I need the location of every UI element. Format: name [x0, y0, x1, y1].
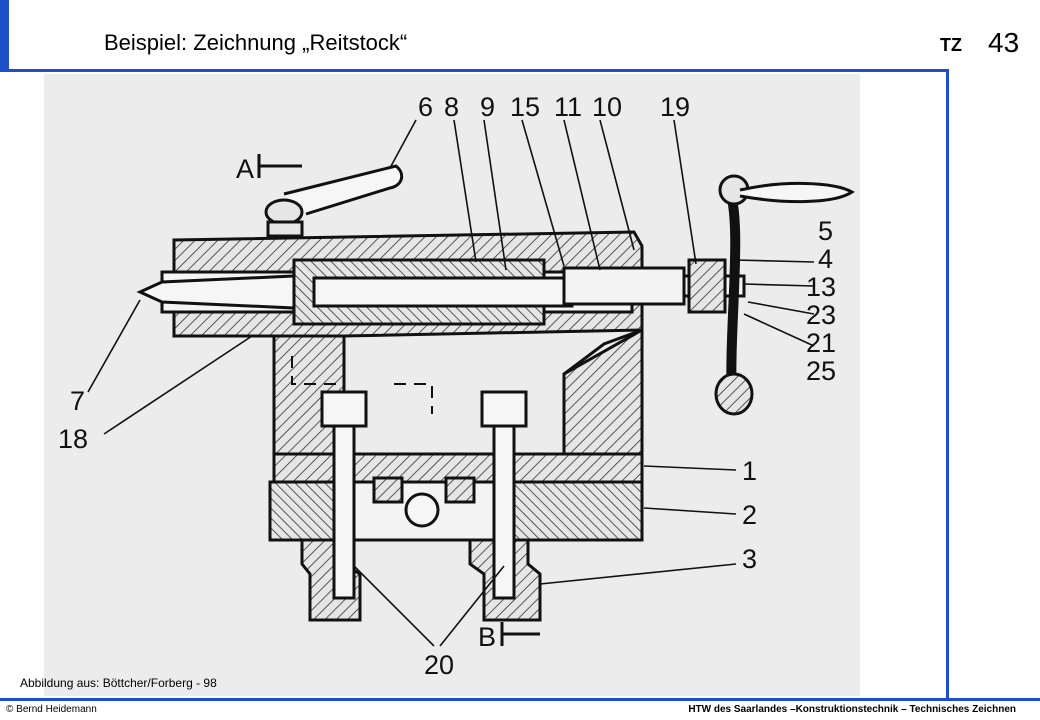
part-label-21: 21	[806, 328, 836, 358]
part-label-10: 10	[592, 92, 622, 122]
part-label-1: 1	[742, 456, 757, 486]
section-tag: TZ	[940, 35, 962, 55]
copyright-notice: © Bernd Heidemann	[6, 704, 97, 715]
part-label-4: 4	[818, 244, 833, 274]
institution-footer: HTW des Saarlandes –Konstruktionstechnik…	[688, 704, 1016, 715]
part-label-2: 2	[742, 500, 757, 530]
part-label-8: 8	[444, 92, 459, 122]
part-label-15: 15	[510, 92, 540, 122]
part-label-25: 25	[806, 356, 836, 386]
part-label-20: 20	[424, 650, 454, 680]
left-accent-bar	[0, 0, 9, 72]
part-label-5: 5	[818, 216, 833, 246]
right-frame-line	[946, 69, 949, 701]
header-divider	[9, 69, 947, 72]
tailstock-drawing: 6 8 9 15 11 10 19 5 4 13 23 21 25 7 18 1…	[44, 74, 860, 696]
part-label-6: 6	[418, 92, 433, 122]
part-label-3: 3	[742, 544, 757, 574]
slide-title: Beispiel: Zeichnung „Reitstock“	[104, 30, 408, 55]
figure-caption: Abbildung aus: Böttcher/Forberg - 98	[20, 676, 217, 690]
section-marker-a: A	[236, 154, 254, 184]
part-label-18: 18	[58, 424, 88, 454]
page-number: 43	[988, 27, 1020, 58]
part-label-23: 23	[806, 300, 836, 330]
section-marker-b: B	[478, 622, 496, 652]
footer-divider	[0, 698, 1040, 701]
part-label-7: 7	[70, 386, 85, 416]
part-label-11: 11	[554, 92, 582, 122]
part-label-19: 19	[660, 92, 690, 122]
part-label-9: 9	[480, 92, 495, 122]
part-label-13: 13	[806, 272, 836, 302]
